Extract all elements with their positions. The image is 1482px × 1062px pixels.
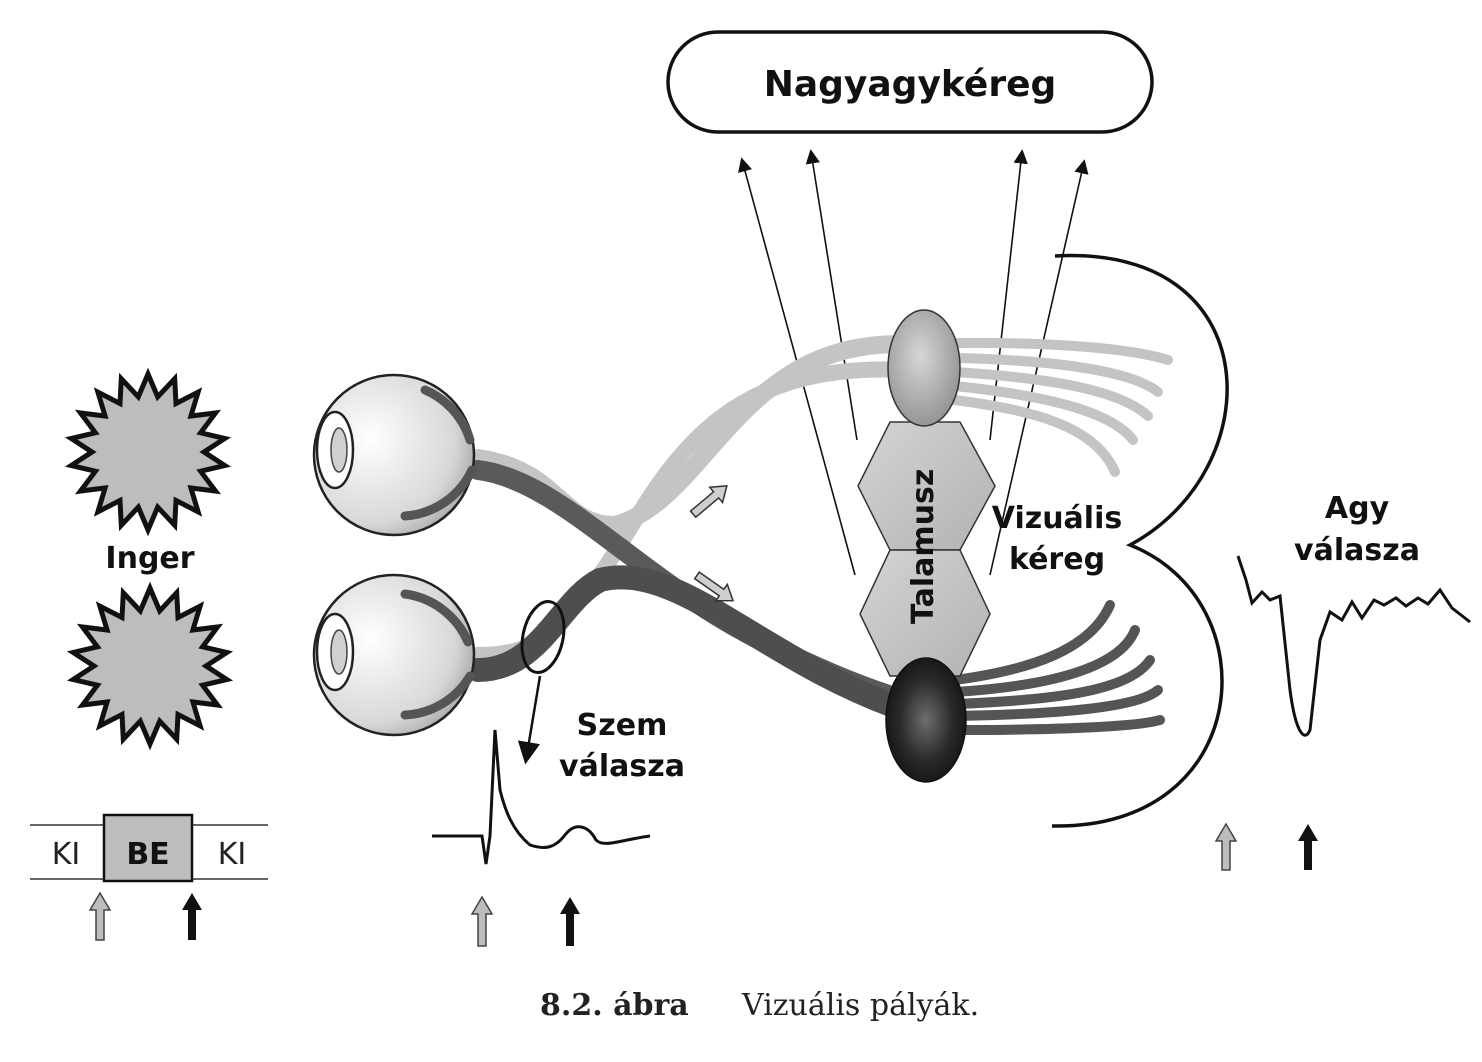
upper-nucleus	[887, 309, 961, 427]
cortex-box: Nagyagykéreg	[666, 30, 1154, 134]
projection-arrow	[989, 159, 1089, 576]
direction-arrow	[689, 485, 728, 519]
eye-response-label-line2: válasza	[559, 749, 685, 784]
brain-response-label-line2: válasza	[1294, 533, 1420, 568]
cortex-label: Nagyagykéreg	[764, 64, 1057, 105]
visual-cortex-label-line1: Vizuális	[992, 501, 1122, 536]
eye-top	[312, 373, 477, 537]
onset-arrow-gray	[1214, 822, 1238, 871]
timing-indicator: KI BE KI	[30, 813, 268, 883]
stimulus-event-arrows	[88, 822, 1318, 947]
lower-nucleus	[885, 657, 967, 783]
timing-off-label: KI	[52, 837, 81, 872]
dark-optic-radiation	[950, 600, 1165, 735]
caption-number: 8.2. ábra	[540, 988, 689, 1023]
eye-response-waveform	[432, 729, 651, 865]
thalamus-label: Talamusz	[906, 469, 941, 624]
eye-response-label: Szem válasza	[559, 708, 685, 784]
dark-visual-pathway	[466, 460, 917, 722]
brain-response-waveform	[1236, 555, 1471, 737]
figure-caption: 8.2. ábra Vizuális pályák.	[540, 988, 979, 1023]
brain-response-label-line1: Agy	[1325, 491, 1390, 526]
eye-bottom	[312, 573, 476, 737]
timing-off2-label: KI	[218, 837, 247, 872]
direction-arrows	[689, 485, 735, 602]
brain-outline	[1051, 253, 1229, 828]
visual-cortex-label: Vizuális kéreg	[992, 501, 1122, 577]
recording-arrow	[517, 675, 542, 765]
recording-circle	[520, 600, 566, 674]
visual-cortex-label-line2: kéreg	[1009, 542, 1105, 577]
stimulus-starburst-top	[64, 367, 232, 537]
projection-arrow	[805, 149, 858, 441]
timing-on-label: BE	[126, 837, 169, 872]
onset-arrow-gray	[88, 891, 112, 941]
offset-arrow-black	[1298, 824, 1318, 870]
thalamus: Talamusz	[857, 421, 996, 677]
brain-response-label: Agy válasza	[1294, 491, 1420, 568]
onset-arrow-gray	[470, 895, 494, 947]
stimulus-label: Inger	[105, 541, 194, 576]
offset-arrow-black	[182, 893, 202, 940]
light-optic-radiation	[950, 337, 1173, 477]
eye-response-label-line1: Szem	[577, 708, 668, 743]
stimulus-starburst-bottom	[66, 581, 234, 751]
caption-text: Vizuális pályák.	[741, 988, 979, 1023]
direction-arrow	[693, 571, 735, 602]
offset-arrow-black	[560, 897, 580, 946]
